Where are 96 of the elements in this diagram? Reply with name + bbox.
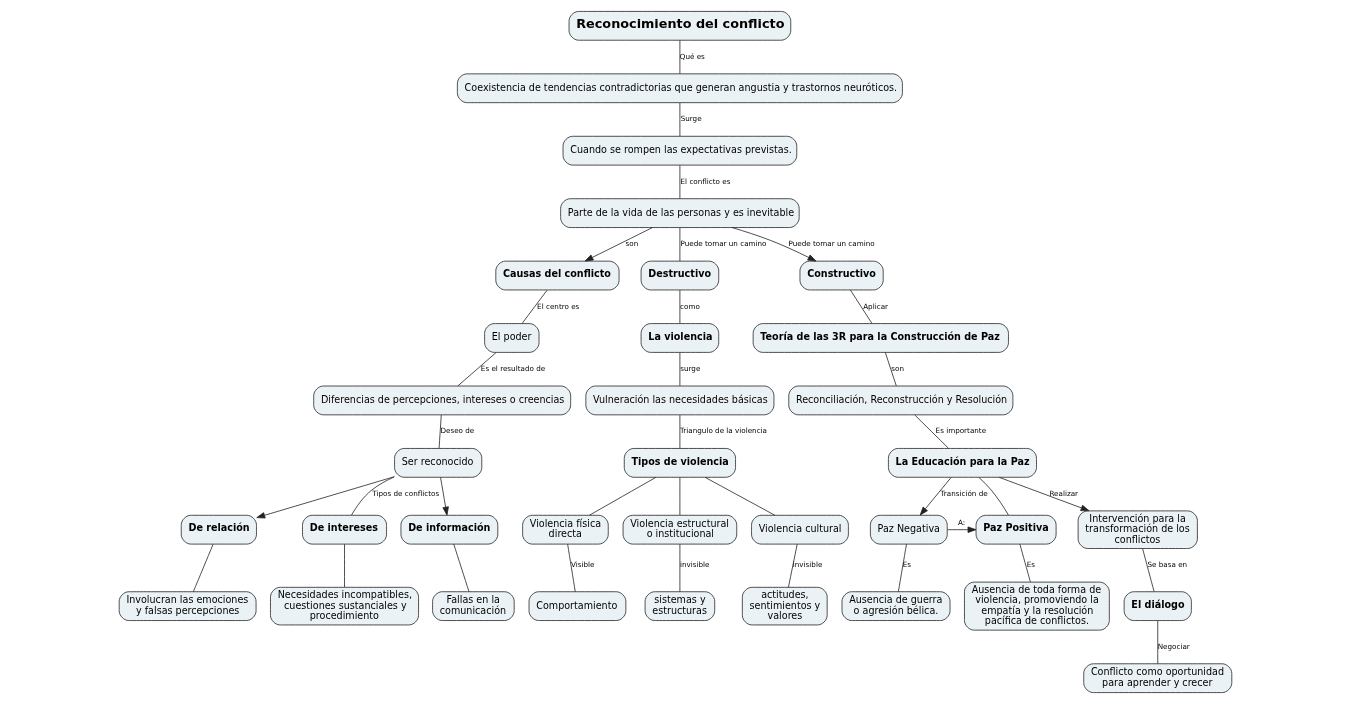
node-box: Ausencia de guerra o agresión bélica. [841, 591, 950, 621]
connector [343, 543, 345, 588]
connector [679, 352, 680, 387]
connector [704, 476, 775, 516]
arrow [439, 477, 449, 516]
node-box: De información [400, 514, 498, 545]
node-box: Reconocimiento del conflicto [568, 11, 791, 41]
connector [521, 289, 547, 324]
node-box: Teoría de las 3R para la Construcción de Paz [752, 323, 1009, 353]
connector [679, 414, 680, 449]
connector [679, 477, 680, 516]
node-box: Intervención para la transformación de los conflictos [1077, 510, 1198, 549]
node-box: Conflicto como oportunidad para aprender y crecer [1082, 663, 1232, 693]
node-box: Diferencias de percepciones, intereses o creencias [312, 385, 571, 416]
connector [679, 164, 680, 199]
node-box: Constructivo [799, 260, 884, 291]
node-box: Involucran las emociones y falsas percepciones [118, 591, 256, 621]
connector [679, 102, 680, 137]
arrow [946, 526, 976, 533]
arrow [584, 227, 653, 262]
node-box: Coexistencia de tendencias contradictorias que generan angustia y trastornos neuróticos. [456, 73, 903, 104]
connector [679, 543, 680, 593]
connector [679, 227, 680, 262]
connector [457, 352, 496, 387]
node-box: Necesidades incompatibles, cuestiones sustanciales y procedimiento [269, 586, 419, 626]
edge-label: El centro es [536, 301, 579, 311]
node-box: actitudes, sentimientos y valores [741, 586, 828, 626]
node-box: El poder [483, 323, 539, 353]
connector [192, 543, 214, 593]
connector [438, 414, 442, 449]
connector [787, 543, 798, 588]
arrow [255, 476, 395, 519]
connector [452, 543, 469, 593]
node-box: Tipos de violencia [623, 448, 736, 478]
edge-label: Puede tomar un camino [788, 239, 875, 249]
edge-label: invisible [792, 560, 822, 570]
node-box: La Educación para la Paz [887, 448, 1037, 478]
edge-label: Transición de [939, 488, 988, 498]
edge-label: Es el resultado de [480, 363, 545, 373]
edge-label: Se basa en [1147, 560, 1187, 570]
arrow [998, 476, 1089, 512]
edge-label: El conflicto es [680, 176, 730, 186]
edge-label: surge [679, 363, 700, 373]
node-box: De relación [180, 514, 257, 545]
node-box: Cuando se rompen las expectativas previstas. [562, 135, 797, 166]
node-box: Paz Positiva [975, 514, 1056, 545]
node-box: Fallas en la comunicación [431, 591, 515, 621]
node-box: Destructivo [640, 260, 719, 291]
edge-label: Aplicar [862, 301, 888, 311]
connector [350, 476, 395, 516]
node-box: Comportamiento [528, 591, 626, 621]
edge-label: son [625, 239, 638, 249]
node-box: Violencia estructural o institucional [622, 514, 737, 545]
node-box: Ausencia de toda forma de violencia, promoviendo la empatía y la resolución pacífica de conflictos. [963, 581, 1110, 631]
edge-label: Puede tomar un camino [680, 239, 767, 249]
connector [1156, 620, 1158, 665]
edge-label: son [890, 363, 904, 373]
connector [588, 476, 656, 516]
edge-label: Qué es [679, 51, 705, 61]
connector [679, 40, 680, 75]
edge-label: Negociar [1157, 641, 1190, 651]
node-box: Ser reconocido [393, 448, 482, 478]
node-box: Parte de la vida de las personas y es inevitable [559, 198, 800, 228]
edge-label: Deseo de [439, 426, 474, 436]
node-box: Violencia cultural [750, 514, 849, 545]
connector [897, 543, 907, 593]
edge-label: Realizar [1048, 488, 1078, 498]
connector [884, 352, 897, 387]
edge-label: invisible [679, 560, 709, 570]
node-box: El diálogo [1123, 591, 1192, 621]
node-box: De intereses [301, 514, 387, 545]
node-box: sistemas y estructuras [644, 591, 715, 621]
connector [913, 414, 949, 449]
node-box: Vulneración las necesidades básicas [584, 385, 774, 416]
connector [679, 289, 680, 324]
edge-label: Es [902, 560, 911, 570]
node-box: Reconciliación, Reconstrucción y Resolución [787, 385, 1013, 416]
node-box: Violencia física directa [521, 514, 609, 545]
edge-label: como [679, 301, 700, 311]
arrow [731, 227, 816, 262]
edge-label: Triangulo de la violencia [679, 426, 767, 436]
edge-label: Visible [570, 560, 594, 570]
node-box: La violencia [640, 323, 719, 353]
edge-label: Es [1026, 560, 1035, 570]
connector [566, 543, 576, 593]
connector [978, 477, 1009, 516]
connector [849, 289, 872, 324]
node-box: Paz Negativa [869, 514, 948, 545]
edge-label: Surge [680, 114, 702, 124]
edge-label: Es importante [935, 426, 986, 436]
arrow [919, 477, 951, 516]
connector [1019, 543, 1031, 583]
edge-label: A: [957, 518, 965, 528]
connector [1141, 548, 1154, 592]
edge-label: Tipos de conflictos [371, 488, 439, 498]
node-box: Causas del conflicto [494, 260, 619, 291]
